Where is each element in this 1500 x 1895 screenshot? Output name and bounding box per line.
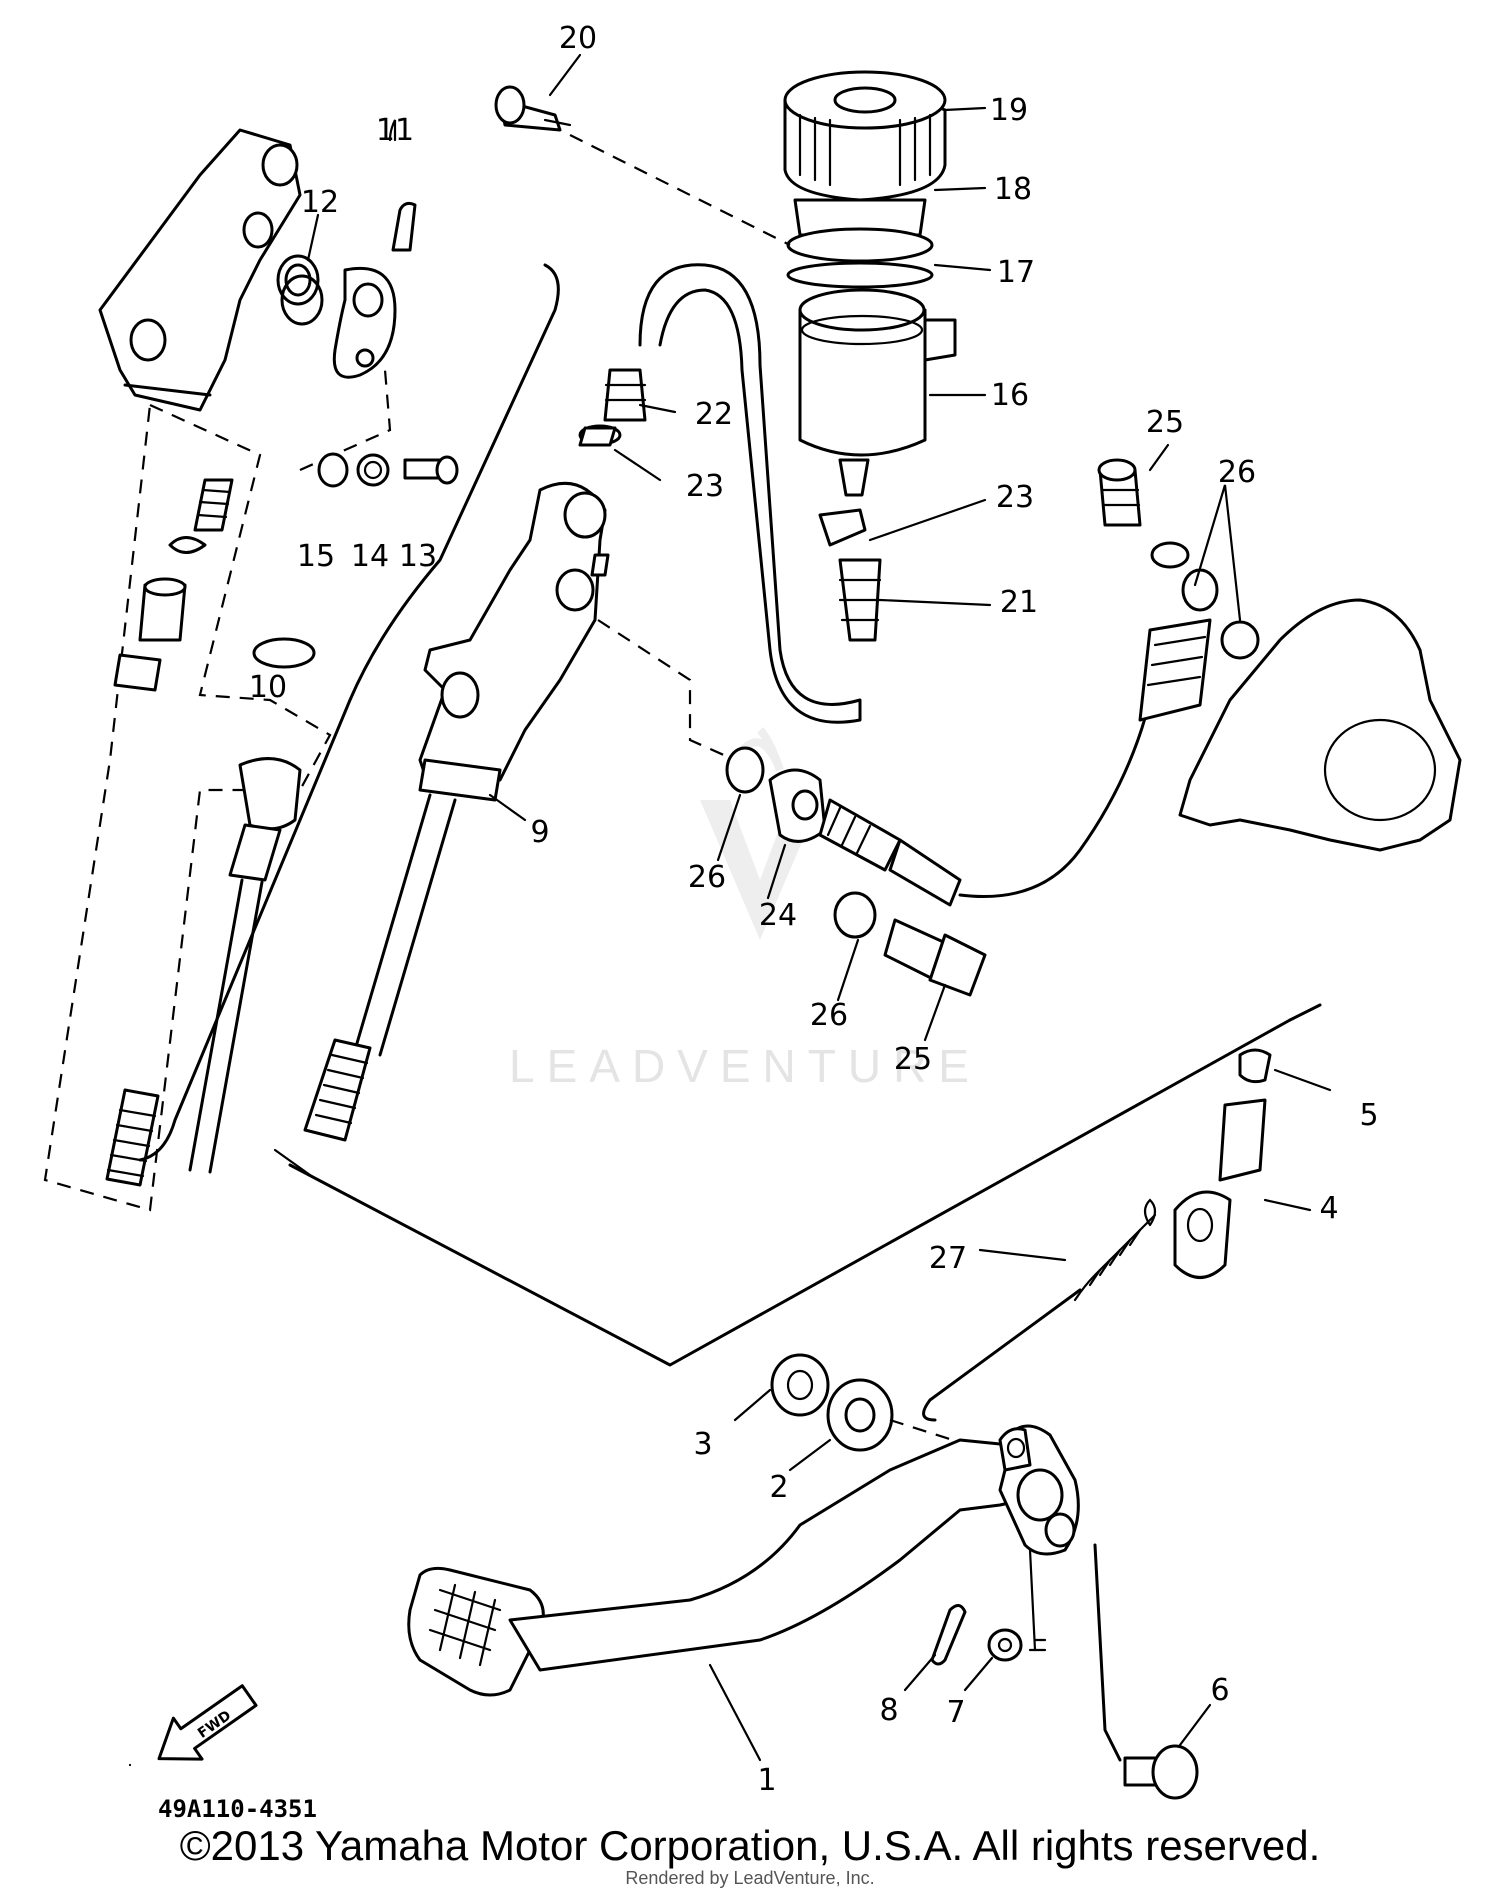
callout-20: 20 [559, 21, 597, 56]
callout-5: 5 [1359, 1098, 1378, 1133]
callout-2: 2 [769, 1470, 788, 1505]
hose-clamp-21 [818, 508, 882, 642]
callout-19: 19 [990, 93, 1028, 128]
banjo-assembly-upper [1097, 458, 1260, 722]
callout-16: 16 [991, 378, 1029, 413]
callout-leaders [128, 53, 1332, 1767]
callout-24: 24 [759, 898, 797, 933]
divider-line [138, 263, 560, 1162]
callout-6: 6 [1210, 1673, 1229, 1708]
callout-25b: 25 [894, 1042, 932, 1077]
callout-23b: 23 [996, 480, 1034, 515]
watermark-text: LEADVENTURE [509, 1040, 981, 1092]
callout-22: 22 [695, 397, 733, 432]
fwd-arrow-icon: FWD [157, 1684, 258, 1761]
callout-labels: 1 2 3 4 5 6 7 8 9 10 11 12 13 14 15 16 1… [249, 21, 1379, 1798]
master-cylinder-9 [303, 481, 610, 1142]
callout-11: 11 [376, 113, 414, 148]
clevis-and-spring [922, 1048, 1272, 1422]
o-ring [280, 274, 324, 326]
callout-8: 8 [879, 1693, 898, 1728]
callout-15: 15 [297, 539, 335, 574]
callout-10: 10 [249, 670, 287, 705]
callout-3: 3 [693, 1427, 712, 1462]
callout-14: 14 [351, 539, 389, 574]
banjo-assembly-lower [725, 698, 1152, 997]
caliper-outline [1178, 598, 1462, 852]
rendered-by-notice: Rendered by LeadVenture, Inc. [625, 1868, 875, 1888]
callout-27: 27 [929, 1241, 967, 1276]
brake-pedal [407, 1424, 1080, 1697]
diagram-code: 49A110-4351 [158, 1795, 317, 1823]
callout-23a: 23 [686, 469, 724, 504]
callout-9: 9 [530, 815, 549, 850]
master-cylinder-exploded [43, 128, 417, 1212]
callout-17: 17 [997, 255, 1035, 290]
callout-7: 7 [946, 1695, 965, 1730]
callout-1: 1 [757, 1763, 776, 1798]
small-hardware [317, 452, 459, 488]
pin-and-bolt [930, 1543, 1199, 1800]
callout-12: 12 [301, 185, 339, 220]
hose-end-22 [578, 368, 647, 447]
callout-26b: 26 [1218, 455, 1256, 490]
reservoir [494, 70, 957, 497]
callout-18: 18 [994, 172, 1032, 207]
copyright-notice: ©2013 Yamaha Motor Corporation, U.S.A. A… [179, 1822, 1321, 1869]
callout-25a: 25 [1146, 405, 1184, 440]
callout-26a: 26 [688, 860, 726, 895]
callout-13: 13 [399, 539, 437, 574]
callout-21: 21 [1000, 585, 1038, 620]
callout-4: 4 [1319, 1191, 1338, 1226]
callout-26c: 26 [810, 998, 848, 1033]
